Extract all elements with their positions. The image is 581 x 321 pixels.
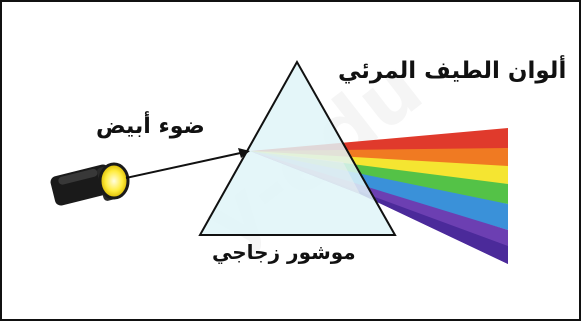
ray-arrowhead	[238, 148, 250, 158]
prism-label: موشور زجاجي	[212, 240, 356, 264]
flashlight-icon	[50, 162, 130, 206]
spectrum-label: ألوان الطيف المرئي	[338, 58, 567, 84]
white-light-label: ضوء أبيض	[96, 114, 205, 139]
glass-prism	[198, 59, 397, 236]
beam-inside-prism	[250, 151, 360, 194]
white-light-ray	[125, 151, 246, 179]
